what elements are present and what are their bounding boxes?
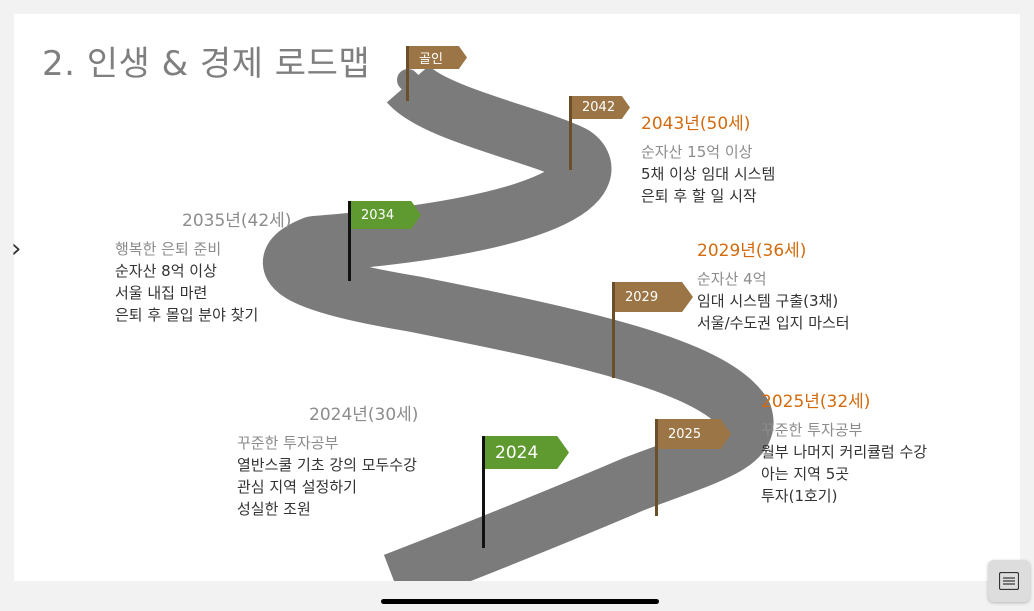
milestone-2035-heading: 2035년(42세) (182, 211, 292, 231)
flag-2024-label: 2024 (485, 436, 569, 469)
milestone-2025-line: 꾸준한 투자공부 (761, 421, 863, 439)
milestone-2024-line: 관심 지역 설정하기 (237, 478, 357, 496)
chevron-right-icon[interactable]: › (11, 234, 22, 264)
slide-canvas: 2. 인생 & 경제 로드맵 골인 2042 2034 2029 2025 20… (14, 14, 1020, 581)
milestone-2043: 2043년(50세) 순자산 15억 이상 5채 이상 임대 시스템 은퇴 후 … (641, 113, 775, 207)
home-indicator[interactable] (381, 599, 659, 604)
milestone-2025-line: 투자(1호기) (761, 487, 838, 505)
milestone-2025-line: 아는 지역 5곳 (761, 465, 850, 483)
milestone-2029-line: 서울/수도권 입지 마스터 (697, 314, 850, 332)
milestone-2043-line: 순자산 15억 이상 (641, 143, 753, 161)
milestone-2029-line: 순자산 4억 (697, 270, 767, 288)
milestone-2043-line: 은퇴 후 할 일 시작 (641, 187, 757, 205)
milestone-2029-heading: 2029년(36세) (697, 241, 807, 261)
notes-button[interactable] (988, 560, 1030, 602)
milestone-2035: 2035년(42세) 행복한 은퇴 준비 순자산 8억 이상 서울 내집 마련 … (115, 210, 291, 326)
milestone-2029-line: 임대 시스템 구출(3채) (697, 292, 839, 310)
milestone-2024-heading: 2024년(30세) (309, 405, 419, 425)
milestone-2024-line: 성실한 조원 (237, 500, 311, 518)
milestone-2025-line: 월부 나머지 커리큘럼 수강 (761, 443, 928, 461)
milestone-2024-line: 꾸준한 투자공부 (237, 434, 339, 452)
milestone-2025: 2025년(32세) 꾸준한 투자공부 월부 나머지 커리큘럼 수강 아는 지역… (761, 391, 927, 507)
milestone-2043-line: 5채 이상 임대 시스템 (641, 165, 776, 183)
milestone-2035-line: 서울 내집 마련 (115, 284, 208, 302)
milestone-2043-heading: 2043년(50세) (641, 114, 751, 134)
flag-2025-label: 2025 (658, 419, 731, 449)
flag-2042-label: 2042 (572, 96, 630, 119)
milestone-2025-heading: 2025년(32세) (761, 392, 871, 412)
flag-2029-label: 2029 (615, 282, 693, 312)
milestone-2035-line: 은퇴 후 몰입 분야 찾기 (115, 306, 259, 324)
roadmap-road (263, 63, 774, 581)
milestone-2035-line: 행복한 은퇴 준비 (115, 240, 222, 258)
flag-2034-label: 2034 (351, 201, 421, 229)
milestone-2024-line: 열반스쿨 기초 강의 모두수강 (237, 456, 417, 474)
milestone-2024: 2024년(30세) 꾸준한 투자공부 열반스쿨 기초 강의 모두수강 관심 지… (237, 404, 418, 520)
notes-icon (999, 572, 1019, 590)
flag-goal-label: 골인 (409, 46, 467, 69)
milestone-2029: 2029년(36세) 순자산 4억 임대 시스템 구출(3채) 서울/수도권 입… (697, 240, 850, 334)
milestone-2035-line: 순자산 8억 이상 (115, 262, 217, 280)
slide-title: 2. 인생 & 경제 로드맵 (42, 44, 371, 84)
